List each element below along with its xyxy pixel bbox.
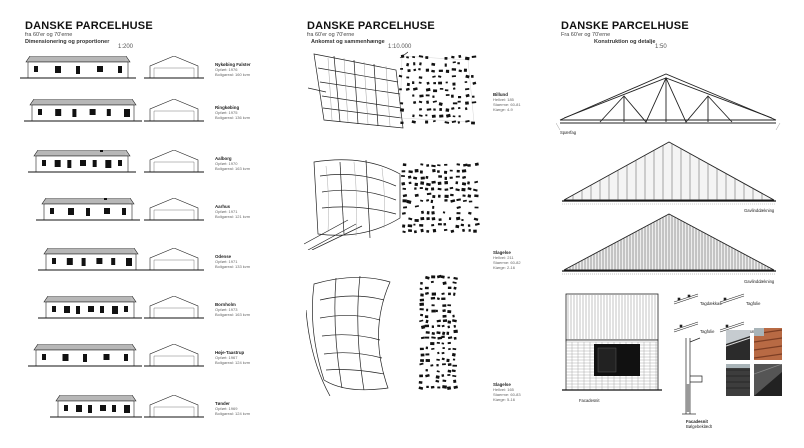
- building-map-billund: [398, 54, 477, 125]
- panel-arrival: DANSKE PARCELHUSE fra 60'er og 70'erne A…: [268, 0, 536, 448]
- road-map-slagelse: [304, 159, 401, 250]
- panel-title: DANSKE PARCELHUSE: [561, 20, 689, 32]
- gable-label-2: Gavlinddækning: [744, 279, 775, 284]
- gable-label-1: Gavlinddækning: [744, 208, 775, 213]
- panel-dimensioning: DANSKE PARCELHUSE fra 60'er og 70'erne D…: [0, 0, 268, 448]
- panel-subtitle: fra 60'er og 70'erne: [25, 32, 73, 38]
- building-map-slagelse-2: [418, 274, 459, 391]
- panel-subtitle-2: Ankomst og sammenhænge: [311, 39, 385, 45]
- house-elevation-row: [50, 395, 204, 418]
- house-elevation-row: [24, 99, 204, 122]
- photo-red-tiles: [753, 328, 783, 360]
- roof-label: Spær: [746, 329, 757, 334]
- gable-cladding-drawing-2: [562, 213, 776, 275]
- facade-label-1: Facadesnit: [579, 398, 600, 403]
- house-elevation-row: [38, 296, 204, 319]
- panel-subtitle: Fra 60'er og 70'erne: [561, 32, 611, 38]
- photo-dark-tiles: [726, 364, 750, 396]
- house-elevation-row: [20, 56, 204, 79]
- house-elevation-row: [28, 150, 204, 173]
- roof-detail-drawings: [673, 293, 745, 333]
- house-elevation-row: [28, 344, 204, 367]
- panel-construction: DANSKE PARCELHUSE Fra 60'er og 70'erne K…: [536, 0, 804, 448]
- house-elevation-row: [36, 198, 204, 221]
- building-map-slagelse: [401, 162, 480, 234]
- photo-roof-edge: [725, 330, 751, 360]
- facade-section-drawing: [562, 293, 662, 391]
- truss-label: Spærfag: [560, 130, 577, 135]
- roof-label: Tagfolie: [700, 329, 715, 334]
- panel-scale: 1:10.000: [388, 44, 412, 50]
- road-map-billund: [308, 51, 408, 129]
- panel-subtitle-2: Konstruktion og detalje: [594, 39, 656, 45]
- panel-subtitle: fra 60'er og 70'erne: [307, 32, 355, 38]
- panel-subtitle-2: Dimensionering og proportioner: [25, 39, 110, 45]
- panel-scale: 1:50: [655, 44, 667, 50]
- photo-black-roof: [753, 363, 783, 396]
- panel-title: DANSKE PARCELHUSE: [25, 20, 153, 32]
- roof-label: Tagdækkas: [700, 301, 722, 306]
- roof-label: Tagfolie: [746, 301, 761, 306]
- house-elevation-row: [38, 248, 204, 271]
- facade-section-2-drawing: [682, 337, 703, 415]
- road-map-slagelse-2: [306, 275, 391, 396]
- panel-title: DANSKE PARCELHUSE: [307, 20, 435, 32]
- panel-scale: 1:200: [118, 44, 134, 50]
- roof-truss-drawing: [556, 73, 781, 131]
- gable-cladding-drawing: [562, 141, 776, 205]
